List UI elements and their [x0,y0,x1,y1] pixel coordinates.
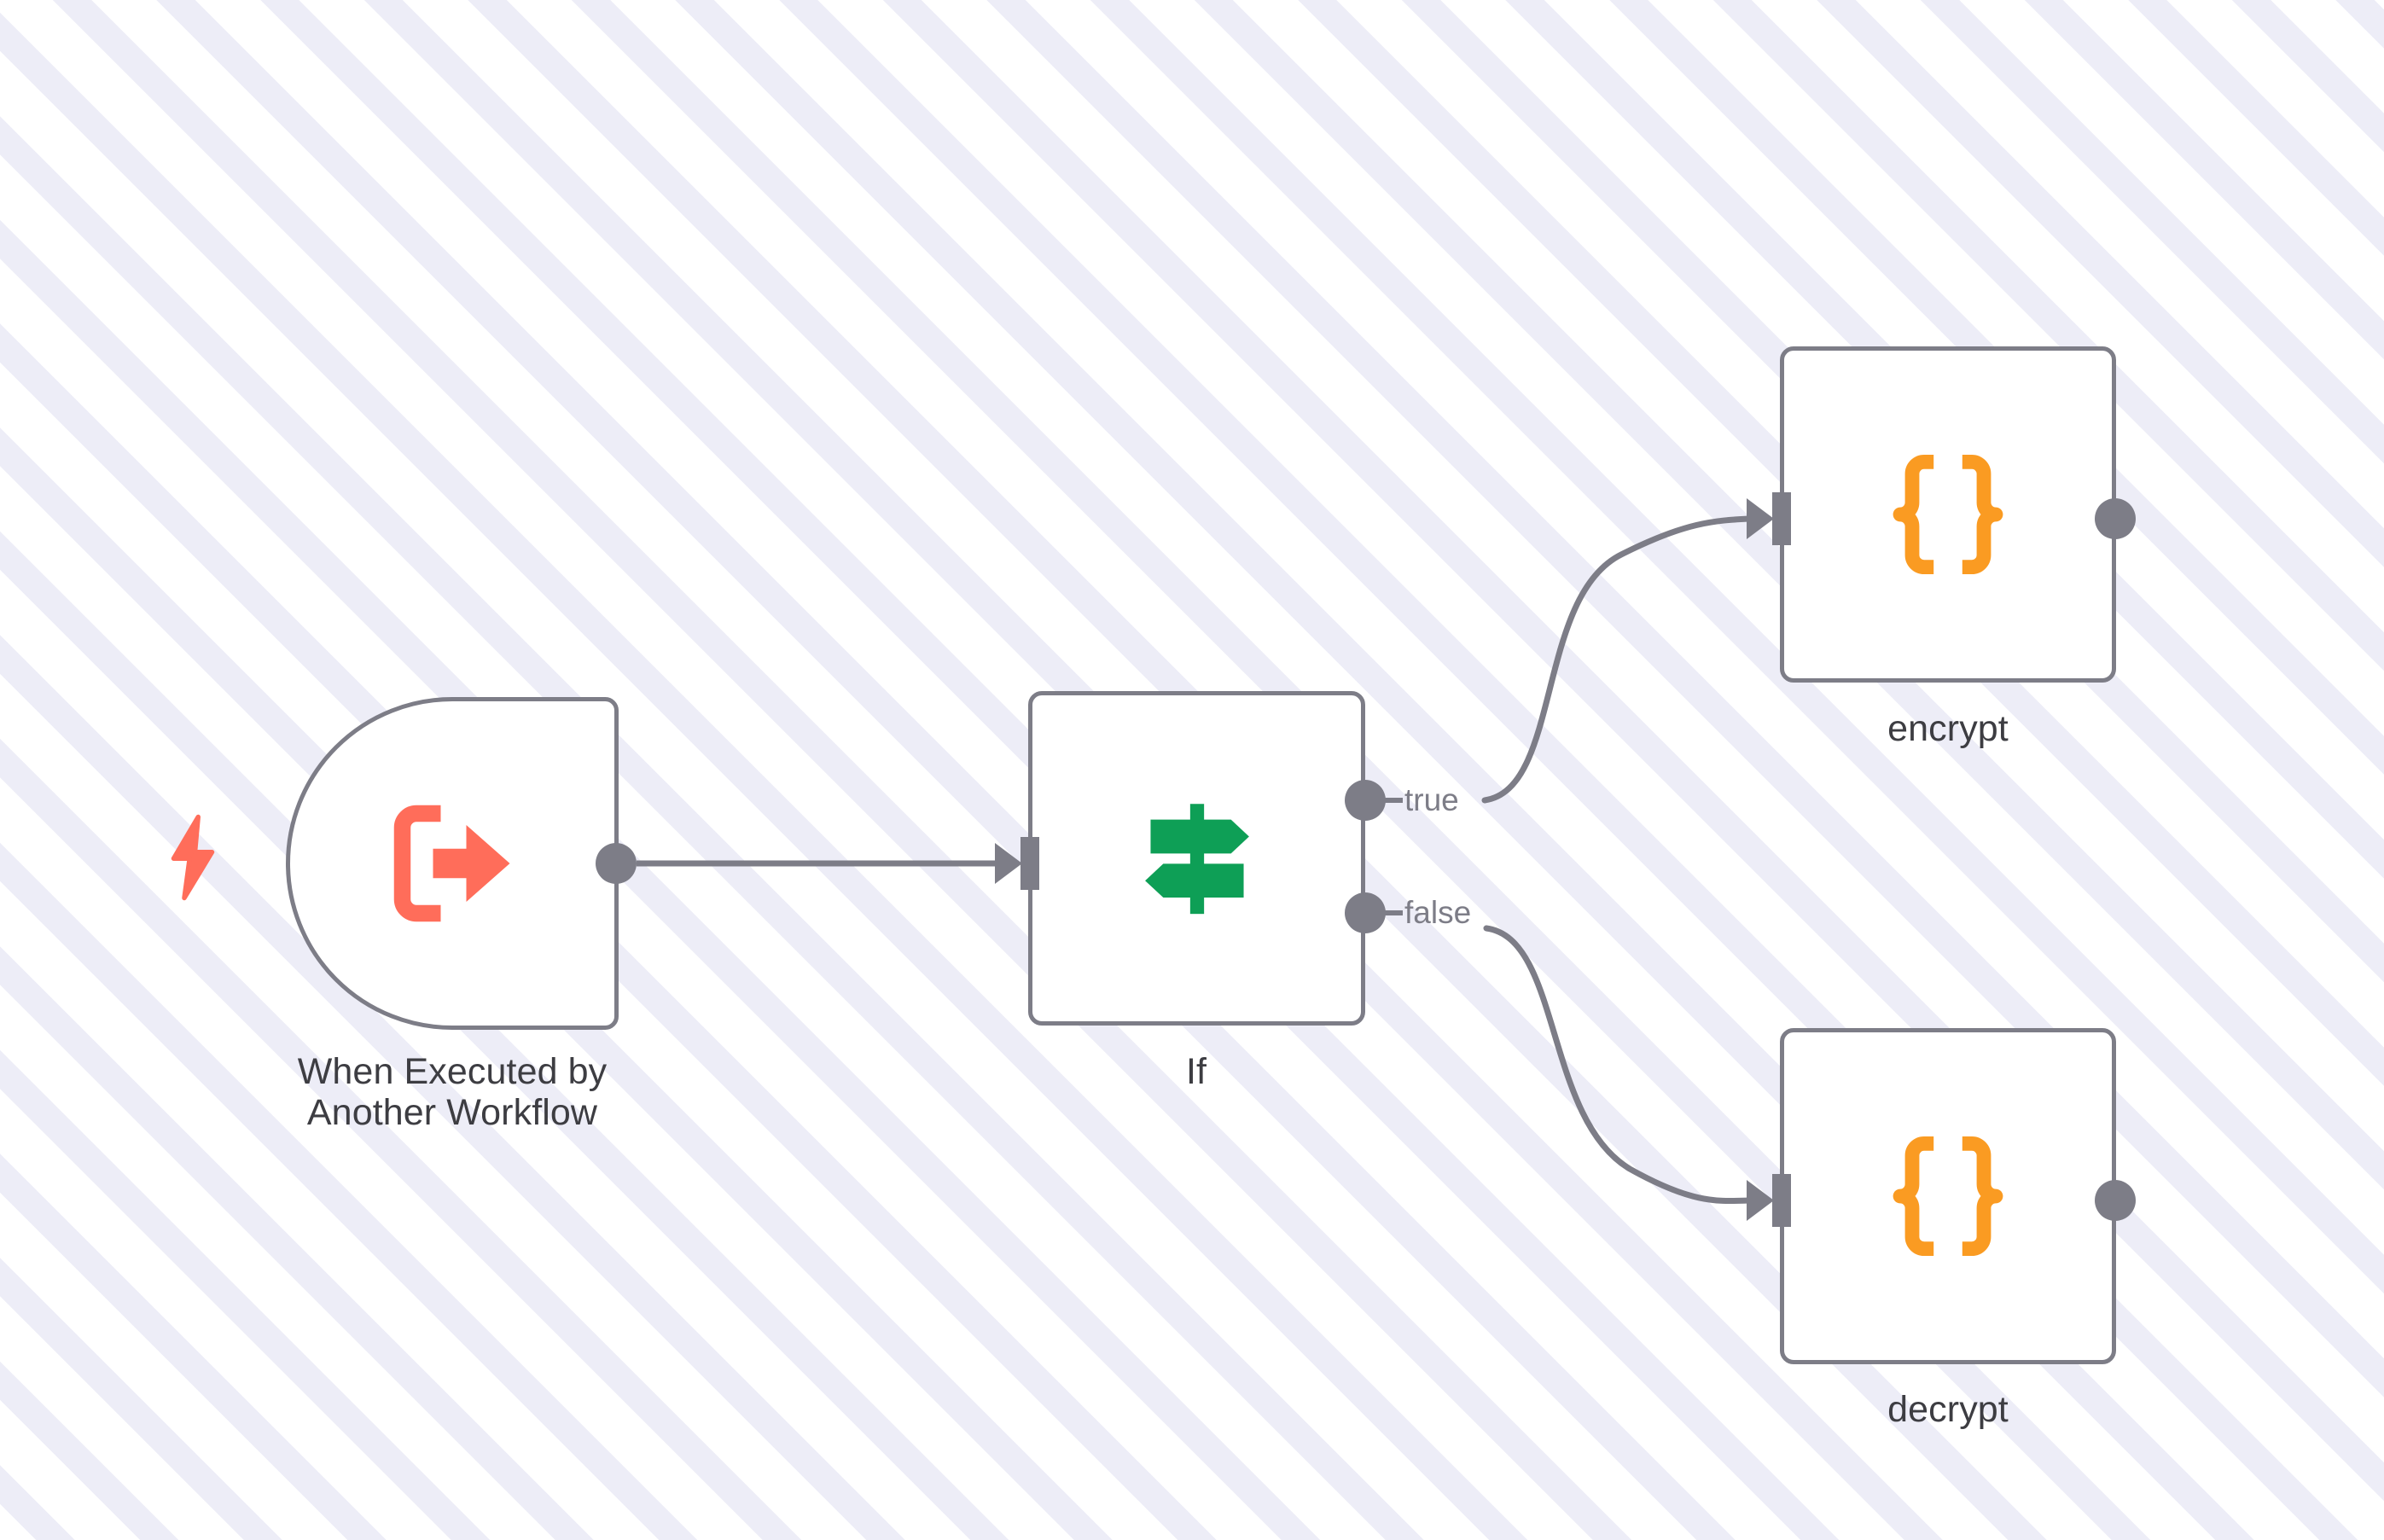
if-input-port[interactable] [995,837,1039,890]
if-output-label-false: false [1404,895,1472,930]
if-output-label-true: true [1404,782,1459,817]
connection-if-true-to-encrypt[interactable] [1481,515,1753,804]
execute-workflow-arrow-icon [375,787,529,940]
curly-braces-code-icon [1876,443,2020,586]
trigger-output-port[interactable] [596,843,637,884]
node-if[interactable] [1028,691,1365,1026]
node-label-if: If [1185,1051,1207,1092]
decrypt-output-port[interactable] [2095,1180,2136,1221]
connection-if-false-to-decrypt[interactable] [1483,925,1753,1205]
encrypt-output-port[interactable] [2095,498,2136,539]
encrypt-input-port[interactable] [1747,492,1791,545]
curly-braces-code-icon [1876,1124,2020,1268]
if-output-port-true[interactable] [1345,780,1386,821]
lightning-bolt-icon [167,811,218,904]
node-label-decrypt: decrypt [1887,1389,2009,1430]
node-decrypt[interactable] [1780,1028,2116,1364]
if-false-stub [1384,910,1403,915]
signpost-icon [1125,786,1270,931]
node-label-encrypt: encrypt [1887,708,2009,749]
decrypt-input-port[interactable] [1747,1174,1791,1227]
if-output-port-false[interactable] [1345,892,1386,933]
node-when-executed-by-another-workflow[interactable] [286,697,619,1030]
if-true-stub [1384,798,1403,803]
node-encrypt[interactable] [1780,346,2116,683]
node-label-trigger: When Executed by Another Workflow [297,1051,608,1134]
